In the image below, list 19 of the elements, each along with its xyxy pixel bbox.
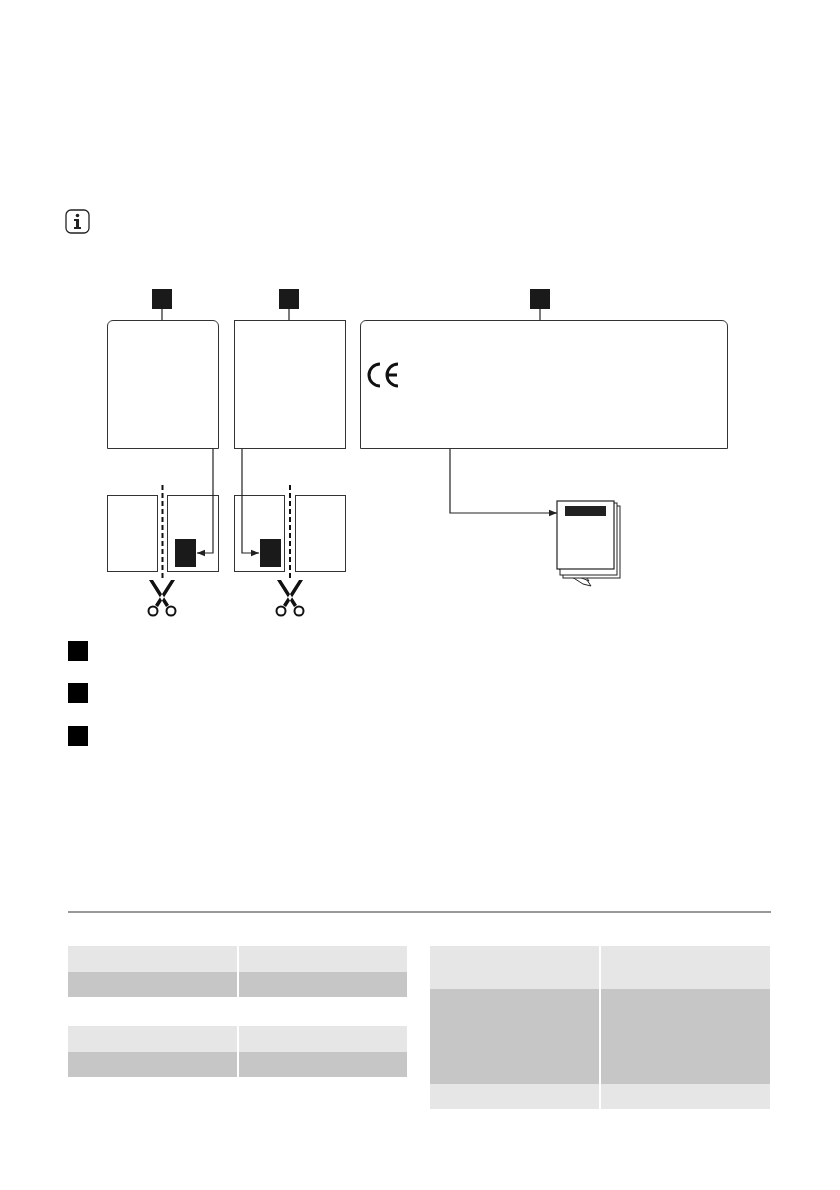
- label-half: [107, 495, 158, 572]
- label-panel: [360, 320, 728, 449]
- callout-square: [530, 289, 550, 309]
- label-half: [167, 495, 219, 572]
- leader-line: [161, 308, 163, 321]
- label-square: [175, 539, 196, 567]
- leader-line: [288, 308, 290, 321]
- label-half: [295, 495, 346, 572]
- leader-line: [539, 308, 541, 321]
- arrow: [196, 448, 214, 557]
- label-panel: [234, 320, 346, 449]
- label-half: [234, 495, 285, 572]
- label-square: [260, 539, 281, 567]
- callout-square: [279, 289, 299, 309]
- booklet-drawing: [555, 500, 621, 587]
- label-panel: [107, 320, 219, 449]
- arrow: [449, 448, 558, 517]
- callout-square: [152, 289, 172, 309]
- arrow: [241, 448, 260, 557]
